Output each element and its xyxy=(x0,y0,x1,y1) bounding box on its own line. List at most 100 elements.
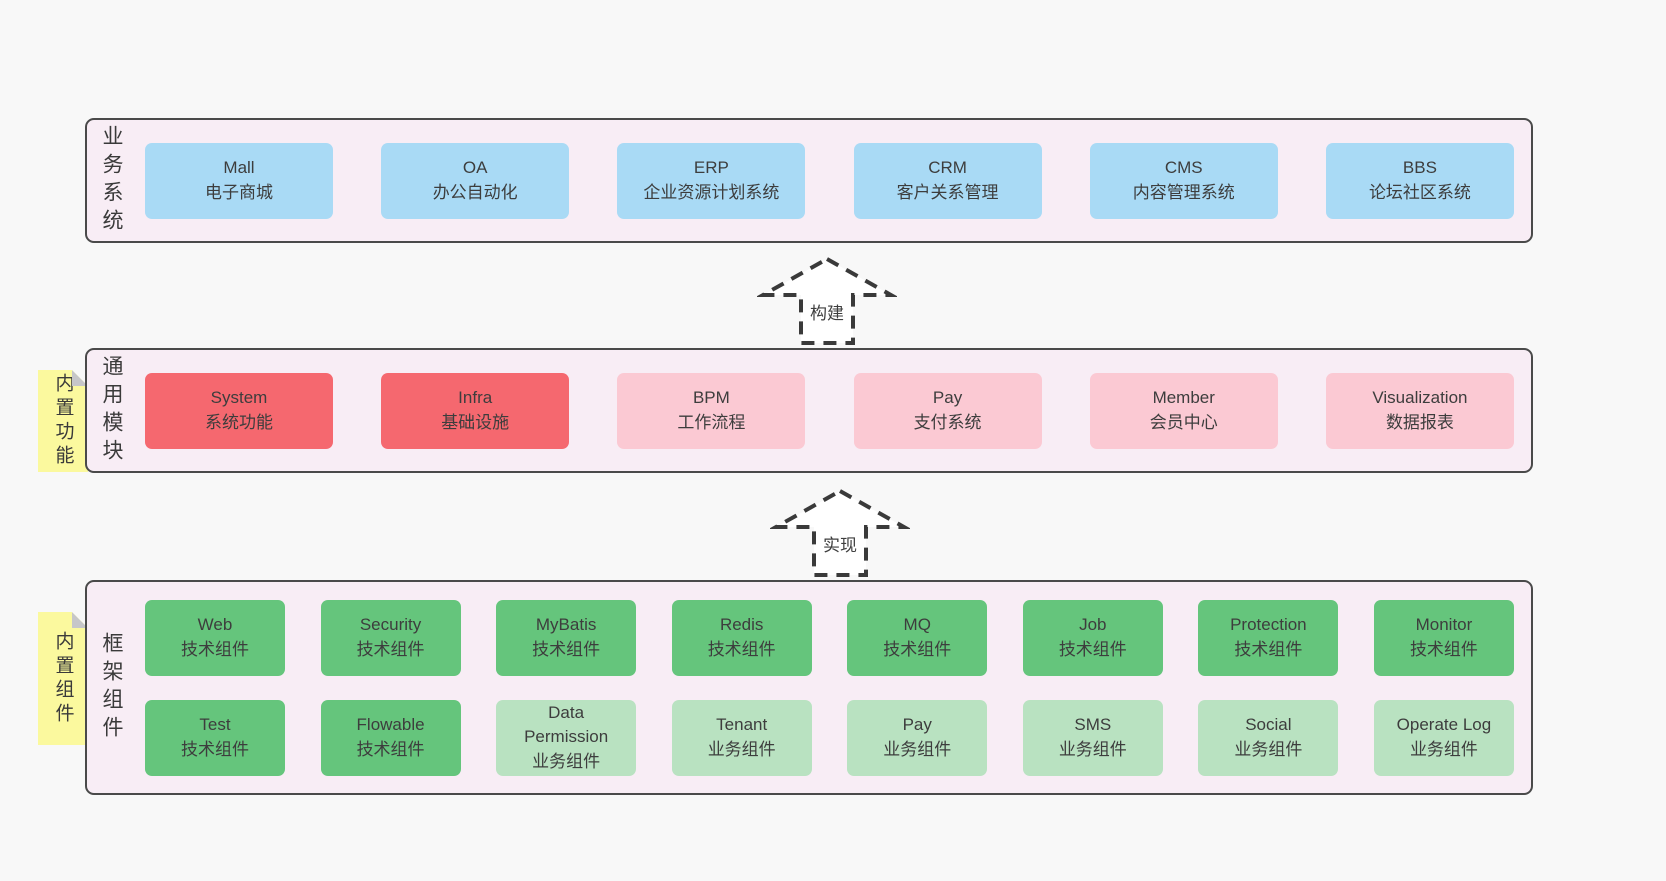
box-subtitle: 技术组件 xyxy=(532,639,601,659)
box-subtitle: 办公自动化 xyxy=(432,182,518,202)
box-erp: ERP 企业资源计划系统 xyxy=(617,142,806,219)
sticky-built-in-components-label: 内置组件 xyxy=(52,630,74,727)
box-subtitle: 电子商城 xyxy=(205,182,273,202)
box-title: Visualization xyxy=(1372,388,1468,408)
box-member: Member 会员中心 xyxy=(1089,372,1278,449)
box-title: Pay xyxy=(902,715,932,735)
box-bbs: BBS 论坛社区系统 xyxy=(1325,142,1514,219)
box-title: Protection xyxy=(1230,615,1307,635)
box-mybatis: MyBatis 技术组件 xyxy=(496,599,637,676)
panel-label-business-systems: 业务系统 xyxy=(100,124,123,237)
box-bpm: BPM 工作流程 xyxy=(617,372,806,449)
box-subtitle: 支付系统 xyxy=(913,412,982,432)
box-title: Flowable xyxy=(356,715,425,735)
box-title: MQ xyxy=(903,615,931,635)
box-title: CRM xyxy=(928,158,967,178)
box-subtitle: 工作流程 xyxy=(677,412,746,432)
box-data-permission: Data Permission 业务组件 xyxy=(496,699,637,776)
box-test: Test 技术组件 xyxy=(145,699,285,776)
box-subtitle: 技术组件 xyxy=(181,739,249,759)
box-subtitle: 会员中心 xyxy=(1149,412,1218,432)
box-mq: MQ 技术组件 xyxy=(847,599,988,676)
box-title: SMS xyxy=(1074,715,1112,735)
box-subtitle: 业务组件 xyxy=(883,739,952,759)
box-subtitle: 业务组件 xyxy=(1234,739,1303,759)
box-title: BPM xyxy=(692,388,730,408)
box-subtitle: 论坛社区系统 xyxy=(1368,182,1471,202)
arrow-implement: 实现 xyxy=(770,487,910,579)
box-pay: Pay 支付系统 xyxy=(853,372,1042,449)
sticky-fold-icon xyxy=(72,370,88,386)
arrow-implement-label: 实现 xyxy=(823,536,857,555)
box-title: Redis xyxy=(719,615,764,635)
box-web: Web 技术组件 xyxy=(145,599,285,676)
box-mall: Mall 电子商城 xyxy=(145,142,333,219)
box-subtitle: 技术组件 xyxy=(883,639,952,659)
box-title: Tenant xyxy=(716,715,768,735)
box-subtitle: 数据报表 xyxy=(1385,412,1454,432)
box-subtitle: 技术组件 xyxy=(181,639,249,659)
box-subtitle: 技术组件 xyxy=(1234,639,1303,659)
box-subtitle: 业务组件 xyxy=(532,751,601,771)
box-pay: Pay 业务组件 xyxy=(847,699,988,776)
box-social: Social 业务组件 xyxy=(1198,699,1339,776)
box-subtitle: 技术组件 xyxy=(356,739,425,759)
arrow-up-dashed-icon xyxy=(757,256,897,345)
box-title: Test xyxy=(199,715,231,735)
sticky-built-in-features: 内置功能 xyxy=(38,370,88,472)
box-visualization: Visualization 数据报表 xyxy=(1325,372,1514,449)
arrow-build: 构建 xyxy=(757,255,897,347)
box-subtitle: 技术组件 xyxy=(1409,639,1478,659)
arrow-build-label: 构建 xyxy=(810,304,844,323)
box-title: ERP xyxy=(693,158,729,178)
box-title: Job xyxy=(1079,615,1107,635)
box-title: CMS xyxy=(1164,158,1203,178)
box-subtitle: 业务组件 xyxy=(1058,739,1127,759)
box-title: Pay xyxy=(932,388,963,408)
box-subtitle: 技术组件 xyxy=(1058,639,1127,659)
box-subtitle: 业务组件 xyxy=(707,739,776,759)
box-cms: CMS 内容管理系统 xyxy=(1089,142,1278,219)
box-title: MyBatis xyxy=(535,615,597,635)
sticky-built-in-components: 内置组件 xyxy=(38,612,88,745)
box-title: BBS xyxy=(1402,158,1437,178)
sticky-fold-icon xyxy=(72,612,88,628)
box-title: Data Permission xyxy=(524,703,609,747)
box-subtitle: 内容管理系统 xyxy=(1132,182,1235,202)
box-tenant: Tenant 业务组件 xyxy=(671,699,812,776)
box-subtitle: 业务组件 xyxy=(1409,739,1478,759)
box-oa: OA 办公自动化 xyxy=(381,142,570,219)
box-title: Mall xyxy=(223,158,255,178)
box-flowable: Flowable 技术组件 xyxy=(320,699,461,776)
box-title: Web xyxy=(197,615,233,635)
box-subtitle: 企业资源计划系统 xyxy=(643,182,780,202)
panel-label-common-modules: 通用模块 xyxy=(100,354,123,467)
box-subtitle: 系统功能 xyxy=(205,412,273,432)
sticky-built-in-features-label: 内置功能 xyxy=(52,373,74,469)
box-title: OA xyxy=(462,158,488,178)
box-sms: SMS 业务组件 xyxy=(1022,699,1163,776)
box-title: Member xyxy=(1152,388,1215,408)
box-title: Operate Log xyxy=(1396,715,1492,735)
box-title: Social xyxy=(1245,715,1292,735)
box-operate-log: Operate Log 业务组件 xyxy=(1373,699,1514,776)
box-subtitle: 基础设施 xyxy=(441,412,510,432)
box-protection: Protection 技术组件 xyxy=(1198,599,1339,676)
